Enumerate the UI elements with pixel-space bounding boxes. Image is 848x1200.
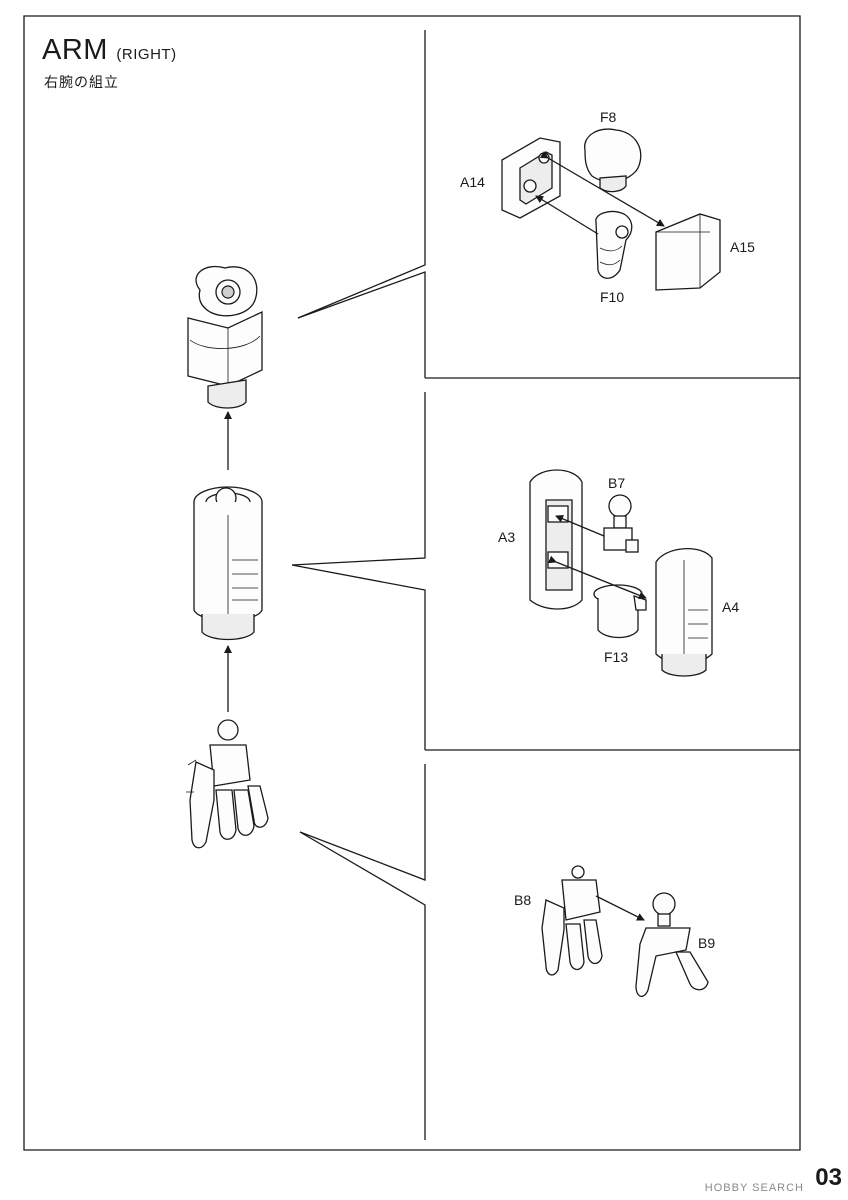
part-f10 (595, 210, 633, 279)
part-f13 (593, 584, 647, 639)
label-a15: A15 (730, 239, 755, 255)
part-b8 (541, 865, 603, 976)
footer-brand: HOBBY SEARCH (704, 1182, 804, 1194)
part-b9 (635, 892, 709, 997)
label-f13: F13 (604, 649, 628, 665)
page-frame (23, 15, 801, 1151)
part-f8 (584, 128, 642, 193)
part-a3 (529, 469, 583, 610)
page-number: 03 (815, 1164, 842, 1191)
assembled-hand (186, 719, 269, 849)
assembled-upper-arm (187, 265, 263, 470)
assembled-forearm (193, 486, 263, 712)
label-b8: B8 (514, 892, 531, 908)
label-b9: B9 (698, 935, 715, 951)
page-title: ARM (RIGHT) (42, 34, 177, 67)
label-b7: B7 (608, 475, 625, 491)
label-a4: A4 (722, 599, 739, 615)
title-main: ARM (42, 34, 108, 66)
label-a3: A3 (498, 529, 515, 545)
part-a15 (655, 213, 721, 291)
title-japanese: 右腕の組立 (44, 74, 119, 90)
part-a4 (655, 547, 713, 677)
label-a14: A14 (460, 174, 485, 190)
part-b7 (603, 494, 639, 553)
label-f8: F8 (600, 109, 617, 125)
title-subtitle: (RIGHT) (116, 46, 177, 63)
label-f10: F10 (600, 289, 624, 305)
